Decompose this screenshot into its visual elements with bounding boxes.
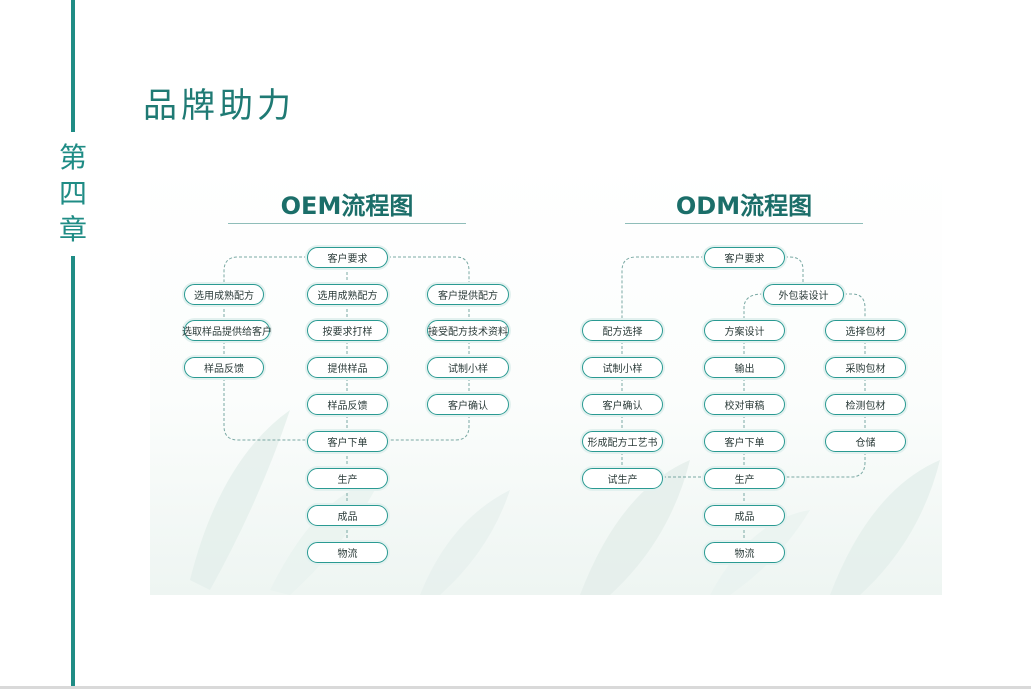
oem-node-bottom: 成品 bbox=[307, 505, 388, 526]
odm-node-right: 选择包材 bbox=[825, 320, 906, 341]
bottom-divider bbox=[0, 686, 1031, 689]
odm-node-top: 客户要求 bbox=[704, 247, 785, 268]
oem-title-rule bbox=[228, 223, 466, 224]
oem-node-right: 接受配方技术资料 bbox=[427, 320, 509, 341]
odm-title-rule bbox=[625, 223, 863, 224]
odm-node-mid: 校对审稿 bbox=[704, 394, 785, 415]
chapter-char: 四 bbox=[58, 177, 87, 210]
odm-node-left: 配方选择 bbox=[582, 320, 663, 341]
odm-node-mid: 客户下单 bbox=[704, 431, 785, 452]
oem-chart-title: OEM流程图 bbox=[280, 192, 414, 220]
oem-node-right: 客户提供配方 bbox=[427, 284, 509, 305]
odm-node-bottom: 成品 bbox=[704, 505, 785, 526]
oem-node-mid: 样品反馈 bbox=[307, 394, 388, 415]
oem-node-bottom: 生产 bbox=[307, 468, 388, 489]
oem-node-right: 试制小样 bbox=[427, 357, 509, 378]
oem-node-top: 客户要求 bbox=[307, 247, 388, 268]
odm-node-left: 试生产 bbox=[582, 468, 663, 489]
oem-node-left: 选取样品提供给客户 bbox=[182, 320, 272, 341]
odm-node-mid: 输出 bbox=[704, 357, 785, 378]
odm-node-left: 客户确认 bbox=[582, 394, 663, 415]
oem-node-mid: 提供样品 bbox=[307, 357, 388, 378]
oem-node-left: 样品反馈 bbox=[184, 357, 264, 378]
chapter-char: 第 bbox=[58, 141, 87, 174]
page-title: 品牌助力 bbox=[143, 86, 295, 126]
chapter-label: 第 四 章 bbox=[55, 132, 91, 256]
oem-node-mid: 按要求打样 bbox=[307, 320, 388, 341]
odm-node-right: 采购包材 bbox=[825, 357, 906, 378]
odm-chart-title: ODM流程图 bbox=[675, 192, 813, 220]
oem-node-bottom: 物流 bbox=[307, 542, 388, 563]
oem-node-right: 客户确认 bbox=[427, 394, 509, 415]
oem-node-bottom: 客户下单 bbox=[307, 431, 388, 452]
odm-node-left: 试制小样 bbox=[582, 357, 663, 378]
odm-node-bottom: 物流 bbox=[704, 542, 785, 563]
odm-node-bottom: 生产 bbox=[704, 468, 785, 489]
odm-node-package: 外包装设计 bbox=[763, 284, 844, 305]
oem-node-mid: 选用成熟配方 bbox=[307, 284, 388, 305]
oem-node-left: 选用成熟配方 bbox=[184, 284, 264, 305]
chapter-char: 章 bbox=[58, 213, 87, 246]
odm-node-right: 仓储 bbox=[825, 431, 906, 452]
odm-node-left: 形成配方工艺书 bbox=[582, 431, 663, 452]
chapter-side-bar bbox=[71, 0, 75, 689]
odm-node-right: 检测包材 bbox=[825, 394, 906, 415]
odm-node-mid: 方案设计 bbox=[704, 320, 785, 341]
